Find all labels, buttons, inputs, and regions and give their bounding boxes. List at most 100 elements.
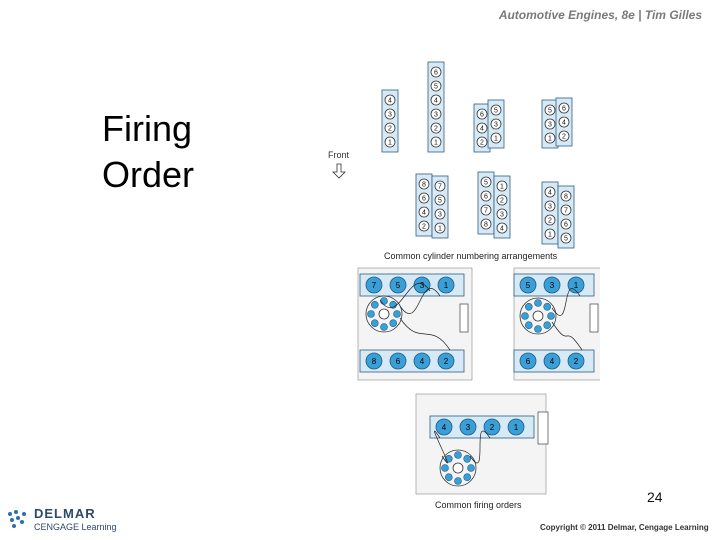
cylinder-number-label: 4 [388, 98, 392, 105]
cylinder-circle [384, 94, 396, 106]
cylinder-circle [544, 132, 556, 144]
firing-cylinder-label: 6 [396, 357, 401, 366]
distributor-terminal [467, 464, 475, 472]
distributor-terminal [454, 477, 462, 485]
firing-cylinder [507, 418, 525, 436]
cylinder-circle [418, 192, 430, 204]
spark-wire [399, 288, 441, 314]
header-book-title: Automotive Engines, 8e | Tim Gilles [498, 8, 702, 22]
cylinder-circle [430, 136, 442, 148]
cylinder-number-label: 3 [548, 204, 552, 211]
cylinder-circle [480, 190, 492, 202]
cylinder-number-label: 2 [562, 134, 566, 141]
distributor-terminal [441, 464, 449, 472]
slide-title-line-1: Firing [102, 108, 193, 149]
firing-cylinder-label: 2 [574, 357, 579, 366]
cylinder-circle [434, 208, 446, 220]
cylinder-number-label: 2 [434, 126, 438, 133]
distributor-terminal [393, 310, 401, 318]
firing-cylinder [519, 352, 537, 370]
firing-cylinder-label: 8 [372, 357, 377, 366]
cylinder-circle [430, 108, 442, 120]
cylinder-circle [476, 122, 488, 134]
cylinder-number-label: 3 [548, 122, 552, 129]
delmar-logo: DELMAR CENGAGE Learning [6, 506, 136, 536]
cylinder-number-label: 4 [562, 120, 566, 127]
cylinder-circle [430, 122, 442, 134]
firing-cylinder-label: 6 [526, 357, 531, 366]
firing-cylinder-label: 3 [466, 423, 471, 432]
cylinder-number-label: 6 [434, 70, 438, 77]
firing-cylinder [567, 276, 585, 294]
rotor-icon [452, 462, 464, 474]
spark-wire [551, 321, 583, 351]
slide-title: Firing Order [102, 106, 194, 198]
firing-cylinder [389, 352, 407, 370]
firing-cylinder-label: 5 [396, 281, 401, 290]
distributor-terminal [521, 312, 529, 320]
cylinder-number-label: 2 [422, 224, 426, 231]
firing-cylinder-label: 2 [444, 357, 449, 366]
firing-cylinder [413, 276, 431, 294]
v8-bottom-bank [359, 349, 465, 373]
spark-wire [399, 317, 451, 351]
cylinder-number-label: 3 [494, 122, 498, 129]
copyright-notice: Copyright © 2011 Delmar, Cengage Learnin… [540, 523, 709, 532]
distributor-terminal [525, 321, 533, 329]
cylinder-circle [434, 222, 446, 234]
firing-cylinder [389, 276, 407, 294]
inline4-block [381, 89, 399, 153]
firing-cylinder [483, 418, 501, 436]
v8-distributor [365, 295, 403, 333]
firing-cylinder-label: 4 [550, 357, 555, 366]
cylinder-number-label: 8 [484, 222, 488, 229]
cylinder-number-label: 7 [564, 208, 568, 215]
cylinder-number-label: 1 [434, 140, 438, 147]
cylinder-circle [544, 214, 556, 226]
v8-crank-pulley [459, 303, 469, 333]
firing-cylinder [459, 418, 477, 436]
cylinder-number-label: 1 [438, 226, 442, 233]
firing-cylinder-label: 3 [550, 281, 555, 290]
cylinder-circle [558, 116, 570, 128]
cylinder-number-label: 3 [388, 112, 392, 119]
firing-cylinder-label: 3 [420, 281, 425, 290]
cylinder-circle [496, 180, 508, 192]
v8c-right-block [557, 185, 575, 249]
distributor-terminal [454, 451, 462, 459]
cylinder-number-label: 1 [500, 184, 504, 191]
cylinder-circle [490, 118, 502, 130]
firing-cylinder-label: 1 [574, 281, 579, 290]
cylinder-number-label: 8 [564, 194, 568, 201]
cylinder-circle [384, 122, 396, 134]
firing-cylinder-label: 1 [514, 423, 519, 432]
cylinder-circle [560, 232, 572, 244]
cylinder-circle [544, 104, 556, 116]
distributor-terminal [371, 301, 379, 309]
cylinder-circle [480, 218, 492, 230]
cylinder-circle [496, 222, 508, 234]
firing-cylinder [365, 276, 383, 294]
cylinder-circle [430, 80, 442, 92]
cylinder-number-label: 3 [500, 212, 504, 219]
firing-cylinder-label: 4 [420, 357, 425, 366]
firing-cylinder [413, 352, 431, 370]
distributor-terminal [534, 325, 542, 333]
inline4-distributor [439, 449, 477, 487]
v8b-right-block [493, 175, 511, 239]
cylinder-circle [480, 204, 492, 216]
v6-distributor [519, 297, 557, 335]
firing-cylinder [567, 352, 585, 370]
cylinder-circle [418, 178, 430, 190]
cylinder-circle [560, 204, 572, 216]
cylinder-number-label: 1 [548, 136, 552, 143]
distributor-terminal [543, 321, 551, 329]
distributor-terminal [463, 455, 471, 463]
cylinder-number-label: 5 [548, 108, 552, 115]
slide-title-line-2: Order [102, 154, 195, 195]
cylinder-number-label: 5 [434, 84, 438, 91]
cylinder-circle [430, 66, 442, 78]
cylinder-number-label: 4 [500, 226, 504, 233]
inline4-firing-frame [415, 393, 547, 495]
